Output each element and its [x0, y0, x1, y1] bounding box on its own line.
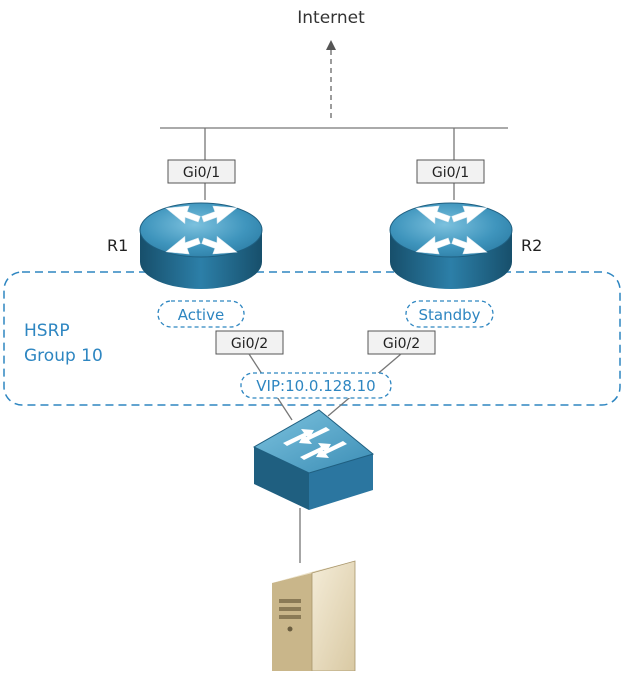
r2-gi02-label-box — [367, 330, 436, 355]
r1-state-pill — [157, 300, 245, 328]
switch-icon — [252, 409, 375, 510]
hsrp-group-number: Group 10 — [24, 346, 103, 366]
router-r1-icon — [139, 202, 263, 289]
r2-gi02-label: Gi0/2 — [383, 336, 420, 352]
hsrp-group-boundary — [3, 271, 621, 406]
r2-gi01-label-box — [416, 159, 485, 184]
arrow-up-icon — [326, 40, 336, 50]
vip-address: VIP:10.0.128.10 — [256, 377, 375, 395]
r1-gi01-label-box — [167, 159, 236, 184]
r2-name: R2 — [521, 236, 542, 255]
r1-name: R1 — [107, 236, 128, 255]
server-icon — [272, 560, 356, 672]
r2-state-pill — [405, 300, 494, 328]
r1-gi02-label: Gi0/2 — [231, 336, 268, 352]
vip-pill — [240, 372, 392, 399]
hsrp-title: HSRP — [24, 321, 70, 341]
r2-state: Standby — [418, 306, 480, 324]
router-r2-icon — [389, 202, 513, 289]
r1-gi01-label: Gi0/1 — [183, 165, 220, 181]
r2-gi01-label: Gi0/1 — [432, 165, 469, 181]
internet-label: Internet — [297, 8, 365, 28]
r1-state: Active — [178, 306, 224, 324]
